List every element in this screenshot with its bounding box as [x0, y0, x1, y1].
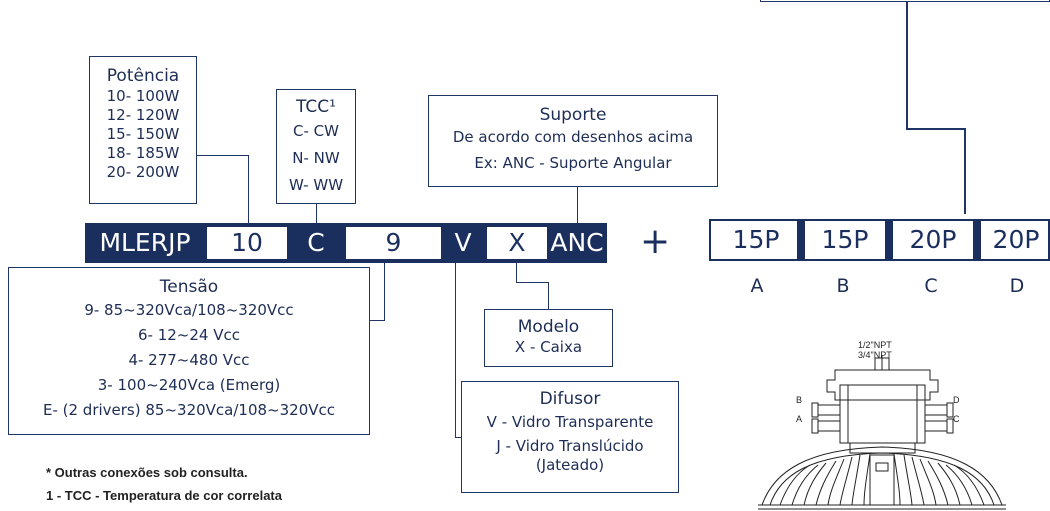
code-support: ANC — [550, 228, 604, 257]
tcc-item: C- CW — [293, 122, 339, 140]
suporte-title: Suporte — [539, 105, 607, 125]
top-right-box — [760, 0, 1050, 2]
drawing-port-a: A — [796, 414, 803, 424]
potencia-item: 20- 200W — [106, 163, 180, 181]
suporte-line1: De acordo com desenhos acima — [452, 128, 694, 146]
plus-sign: + — [640, 221, 671, 262]
code-prefix: MLERJP — [99, 228, 191, 257]
npt-half-label: 1/2"NPT — [858, 340, 892, 350]
connector-modelo-h — [516, 282, 549, 283]
port-divider — [973, 221, 981, 259]
port-divider — [797, 221, 805, 259]
connector-top-right — [906, 2, 908, 130]
connector-modelo-v2 — [548, 282, 549, 309]
port-value: 20P — [992, 225, 1040, 254]
suporte-box: Suporte De acordo com desenhos acima Ex:… — [428, 95, 718, 187]
port-divider — [885, 221, 893, 259]
tensao-item: E- (2 drivers) 85~320Vca/108~320Vcc — [42, 401, 335, 419]
difusor-item: V - Vidro Transparente — [486, 413, 654, 431]
potencia-title: Potência — [106, 66, 180, 86]
difusor-item: J - Vidro Translúcido — [496, 437, 644, 455]
drawing-port-b: B — [796, 395, 803, 405]
connector-tensao-h — [369, 320, 385, 321]
tensao-title: Tensão — [159, 277, 219, 297]
tensao-item: 3- 100~240Vca (Emerg) — [97, 376, 281, 394]
note-other-connections: * Outras conexões sob consulta. — [46, 465, 248, 480]
tcc-title: TCC¹ — [296, 97, 336, 117]
difusor-item: (Jateado) — [535, 456, 605, 474]
code-tcc: C — [307, 228, 325, 257]
connector-difusor-v — [455, 263, 456, 438]
connector-difusor-h — [455, 437, 462, 438]
connector-potencia-h — [196, 155, 249, 156]
connector-potencia-v — [248, 155, 249, 223]
potencia-item: 18- 185W — [106, 144, 180, 162]
connector-suporte — [577, 186, 578, 223]
tensao-item: 6- 12~24 Vcc — [138, 326, 240, 344]
connector-top-right-h — [906, 128, 966, 130]
product-code-bar: MLERJP 10 C 9 V X ANC — [85, 223, 607, 263]
connector-top-right-v2 — [964, 128, 966, 214]
tensao-item: 9- 85~320Vca/108~320Vcc — [84, 301, 294, 319]
note-tcc-definition: 1 - TCC - Temperatura de cor correlata — [46, 488, 282, 503]
modelo-item: X - Caixa — [514, 338, 583, 356]
connector-tensao-v — [384, 263, 385, 321]
tensao-box: Tensão 9- 85~320Vca/108~320Vcc 6- 12~24 … — [8, 267, 370, 435]
ports-strip: 15P 15P 20P 20P — [709, 219, 1050, 261]
tensao-item: 4- 277~480 Vcc — [128, 351, 250, 369]
modelo-box: Modelo X - Caixa — [484, 309, 613, 367]
tcc-box: TCC¹ C- CW N- NW W- WW — [276, 89, 356, 204]
port-value: 15P — [821, 225, 869, 254]
potencia-item: 10- 100W — [106, 87, 180, 105]
potencia-item: 12- 120W — [106, 106, 180, 124]
potencia-box: Potência 10- 100W 12- 120W 15- 150W 18- … — [89, 56, 197, 204]
difusor-title: Difusor — [539, 389, 601, 409]
tcc-item: N- NW — [292, 149, 340, 167]
tcc-item: W- WW — [288, 176, 344, 194]
code-model: X — [487, 227, 547, 259]
code-diffuser: V — [454, 228, 472, 257]
suporte-line2: Ex: ANC - Suporte Angular — [474, 154, 672, 172]
difusor-box: Difusor V - Vidro Transparente J - Vidro… — [461, 381, 679, 493]
port-value: 20P — [909, 225, 957, 254]
luminaire-drawing — [758, 355, 1006, 510]
port-label: D — [1009, 275, 1025, 297]
code-tension: 9 — [346, 227, 441, 259]
modelo-title: Modelo — [517, 317, 580, 337]
code-power: 10 — [207, 227, 287, 259]
port-label: B — [836, 275, 850, 297]
port-label: A — [750, 275, 764, 297]
drawing-port-d: D — [953, 395, 960, 405]
npt-three-quarter-label: 3/4"NPT — [858, 350, 892, 360]
connector-modelo-v1 — [516, 263, 517, 283]
potencia-item: 15- 150W — [106, 125, 180, 143]
port-label: C — [924, 275, 938, 297]
drawing-port-c: C — [953, 414, 960, 424]
connector-tcc — [316, 203, 317, 223]
port-value: 15P — [732, 225, 780, 254]
